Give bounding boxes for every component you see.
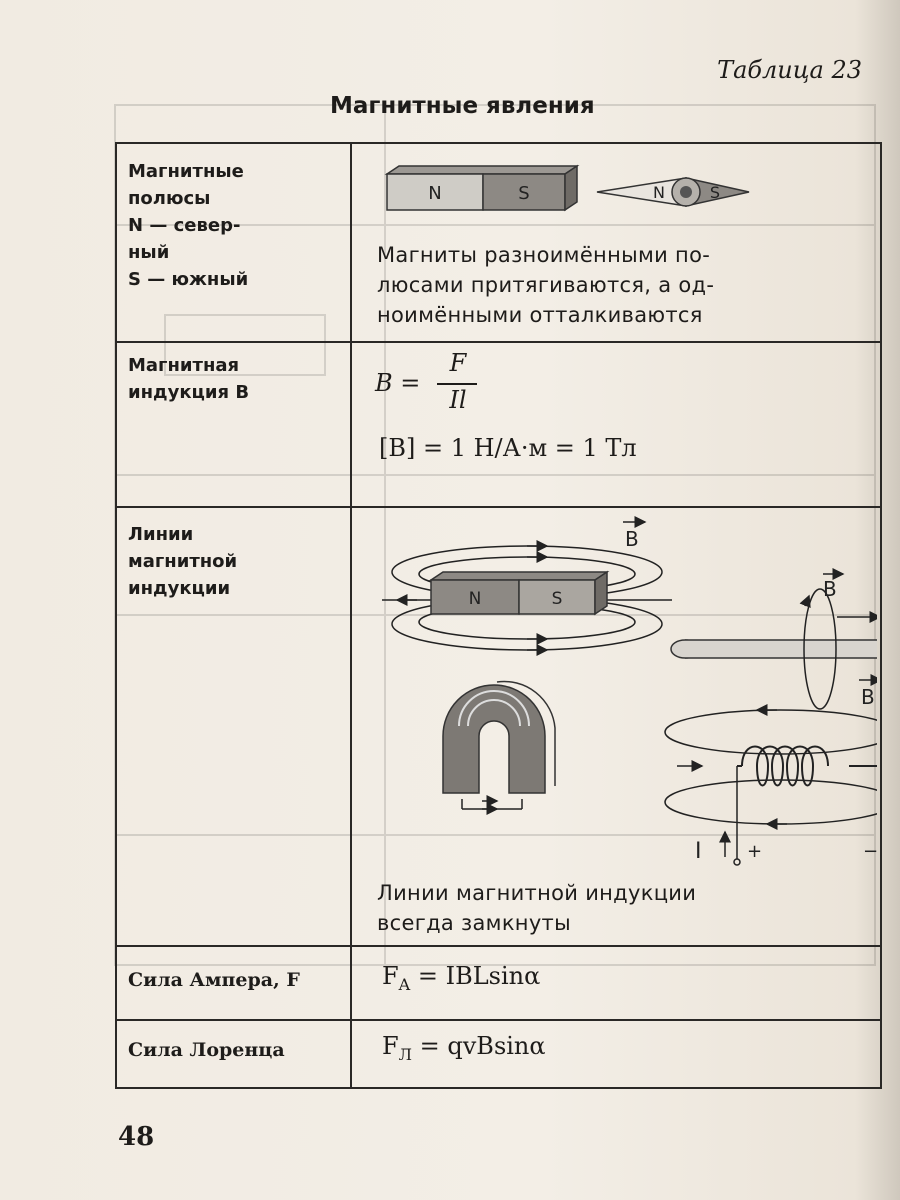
compass-south-text: S (710, 183, 720, 202)
bar-magnet: N S (384, 164, 580, 212)
induction-unit: [B] = 1 Н/А·м = 1 Тл (379, 434, 637, 462)
poles-label: Магнитные полюсы N — север- ный S — южны… (128, 161, 249, 290)
row-divider (117, 945, 880, 947)
bar-magnet-and-compass-illustration: N S N S (384, 164, 750, 212)
solenoid-diagram: I + − B (664, 674, 877, 866)
ampere-force-label: Сила Ампера, F (128, 969, 300, 991)
b-vector-text: B (625, 527, 639, 551)
induction-formula-denominator: Il (449, 386, 467, 414)
magnet-south-text: S (518, 183, 529, 204)
field-magnet-south-text: S (552, 589, 563, 609)
poles-description: Магниты разноимёнными по- люсами притяги… (377, 243, 715, 327)
fraction-bar (437, 383, 477, 385)
straight-wire-field-diagram: B I (670, 568, 877, 710)
field-lines-label: Линии магнитной индукции (128, 524, 238, 599)
induction-formula-numerator: F (449, 349, 467, 377)
horseshoe-magnet-diagram (442, 680, 556, 815)
compass-north-text: N (653, 183, 665, 202)
field-magnet-north-text: N (469, 589, 482, 609)
solenoid-current-text: I (695, 839, 702, 864)
column-divider (350, 144, 352, 1087)
induction-formula-lhs: B = (375, 369, 421, 397)
row-divider (117, 1019, 880, 1021)
ampere-force-formula: FA = IBLsinα (382, 962, 541, 994)
induction-label: Магнитная индукция В (128, 355, 250, 403)
wire-b-vector-text: B (823, 577, 837, 601)
lorentz-force-label: Сила Лоренца (128, 1039, 285, 1061)
solenoid-minus-text: − (863, 841, 877, 862)
magnetism-table: Магнитные полюсы N — север- ный S — южны… (115, 142, 882, 1089)
bar-magnet-field-diagram: N S B (382, 516, 672, 656)
solenoid-plus-text: + (747, 841, 762, 862)
page-title: Магнитные явления (330, 93, 595, 119)
table-number: Таблица 23 (717, 56, 862, 84)
field-lines-illustration: N S B B I (382, 516, 877, 866)
solenoid-b-vector-text: B (861, 685, 875, 709)
page-number: 48 (118, 1122, 155, 1152)
row-divider (117, 506, 880, 508)
field-lines-description: Линии магнитной индукции всегда замкнуты (377, 881, 697, 935)
lorentz-force-formula: FЛ = qvBsinα (382, 1032, 546, 1064)
compass-needle: N S (596, 177, 750, 207)
magnet-north-text: N (428, 183, 441, 204)
row-divider (117, 341, 880, 343)
